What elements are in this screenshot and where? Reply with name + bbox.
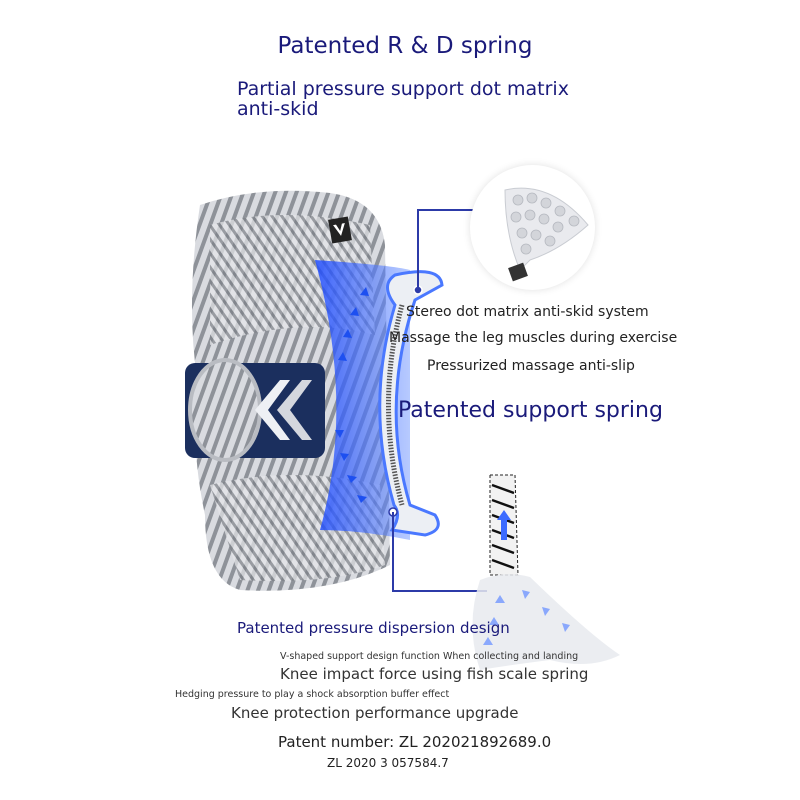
pressure-arrow-icon <box>335 287 369 503</box>
leader-line-bottom-vertical <box>392 512 394 592</box>
dot-matrix-detail-image <box>470 165 595 290</box>
patella-ring <box>188 358 262 462</box>
hedging-description: Hedging pressure to play a shock absorpt… <box>175 689 450 700</box>
pressure-arrow-icon <box>483 590 570 645</box>
subtitle-line-1: Partial pressure support dot matrix <box>237 78 569 100</box>
v-logo-icon <box>328 216 352 244</box>
subtitle-line-2: anti-skid <box>237 98 319 120</box>
feature-spring-title: Patented support spring <box>398 398 663 423</box>
page-title: Patented R & D spring <box>277 33 533 59</box>
knee-brace-illustration <box>185 190 444 591</box>
leader-line-bottom <box>392 590 487 592</box>
patent-number-secondary: ZL 2020 3 057584.7 <box>327 756 449 770</box>
pressure-dispersion-image <box>472 474 620 670</box>
chevron-left <box>255 380 290 440</box>
leader-line-top <box>417 209 473 211</box>
upgrade-description: Knee protection performance upgrade <box>231 704 519 722</box>
chevron-right <box>277 380 312 440</box>
leader-line-top-vertical <box>417 209 419 287</box>
feature-dot-matrix: Stereo dot matrix anti-skid system <box>406 304 649 320</box>
v-shaped-description: V-shaped support design function When co… <box>280 651 579 662</box>
knee-impact-description: Knee impact force using fish scale sprin… <box>280 665 589 683</box>
patent-number: Patent number: ZL 202021892689.0 <box>278 733 552 751</box>
feature-massage: Massage the leg muscles during exercise <box>389 330 678 346</box>
subtitle: Partial pressure support dot matrix anti… <box>237 79 569 119</box>
dispersion-title: Patented pressure dispersion design <box>237 619 510 637</box>
feature-pressurized: Pressurized massage anti-slip <box>427 358 635 374</box>
